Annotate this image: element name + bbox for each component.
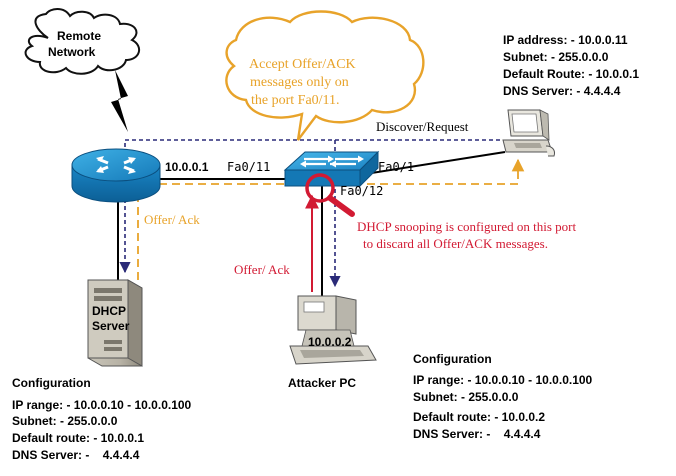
dhcp-config-range: IP range: - 10.0.0.10 - 10.0.0.100 (12, 398, 192, 412)
discover-request-label: Discover/Request (376, 119, 469, 134)
wan-lightning-icon (111, 70, 128, 132)
client-ip-text: IP address: - 10.0.0.11 (503, 33, 628, 47)
attacker-config-subnet: Subnet: - 255.0.0.0 (413, 390, 519, 404)
attacker-pc[interactable] (289, 295, 377, 365)
port-fa011-label: Fa0/11 (227, 160, 270, 174)
dhcp-config-subnet: Subnet: - 255.0.0.0 (12, 414, 118, 428)
client-subnet-text: Subnet: - 255.0.0.0 (503, 50, 609, 64)
cloud-icon (24, 8, 141, 75)
snooping-note-line-1: DHCP snooping is configured on this port (357, 219, 576, 234)
legit-offer-ack-label: Offer/ Ack (144, 212, 200, 227)
dhcp-config-title: Configuration (12, 376, 91, 390)
switch[interactable] (283, 150, 380, 188)
router-arrows-icon (96, 156, 136, 174)
router[interactable] (71, 148, 161, 203)
client-pc[interactable] (502, 109, 555, 157)
attacker-config-range: IP range: - 10.0.0.10 - 10.0.0.100 (413, 373, 593, 387)
dhcp-config-block: Configuration IP range: - 10.0.0.10 - 10… (12, 376, 192, 462)
attacker-name-label: Attacker PC (288, 376, 356, 390)
attacker-ip-label: 10.0.0.2 (308, 335, 352, 349)
dhcp-label-1: DHCP (92, 304, 126, 318)
attacker-config-title: Configuration (413, 352, 492, 366)
client-route-text: Default Route: - 10.0.0.1 (503, 67, 639, 81)
attacker-config-block: Configuration IP range: - 10.0.0.10 - 10… (413, 352, 593, 441)
snooping-note-line-2: to discard all Offer/ACK messages. (363, 236, 548, 251)
discover-request-path (119, 139, 500, 274)
callout-line-2: messages only on (250, 75, 349, 90)
dhcp-label-2: Server (92, 319, 130, 333)
dhcp-config-route: Default route: - 10.0.0.1 (12, 431, 144, 445)
attacker-offer-ack-label: Offer/ Ack (234, 262, 290, 277)
port-fa01-label: Fa0/1 (378, 160, 414, 174)
attacker-config-dns: DNS Server: - 4.4.4.4 (413, 427, 541, 441)
switch-arrows-icon (300, 155, 364, 168)
switch-client-link (364, 151, 506, 175)
callout-line-1: Accept Offer/ACK (249, 57, 356, 72)
dhcp-server[interactable] (87, 279, 143, 367)
remote-network-label-2: Network (48, 45, 96, 59)
client-dns-text: DNS Server: - 4.4.4.4 (503, 84, 621, 98)
callout-line-3: the port Fa0/11. (251, 93, 340, 108)
router-ip-label: 10.0.0.1 (165, 160, 209, 174)
dhcp-config-dns: DNS Server: - 4.4.4.4 (12, 448, 140, 462)
attacker-config-route: Default route: - 10.0.0.2 (413, 410, 545, 424)
magnifier-icon (305, 173, 355, 217)
remote-network-label-1: Remote (57, 29, 101, 43)
port-fa012-label: Fa0/12 (340, 184, 383, 198)
callout-bubble: Accept Offer/ACK messages only on the po… (225, 10, 425, 141)
remote-network-cloud: Remote Network (24, 8, 141, 75)
